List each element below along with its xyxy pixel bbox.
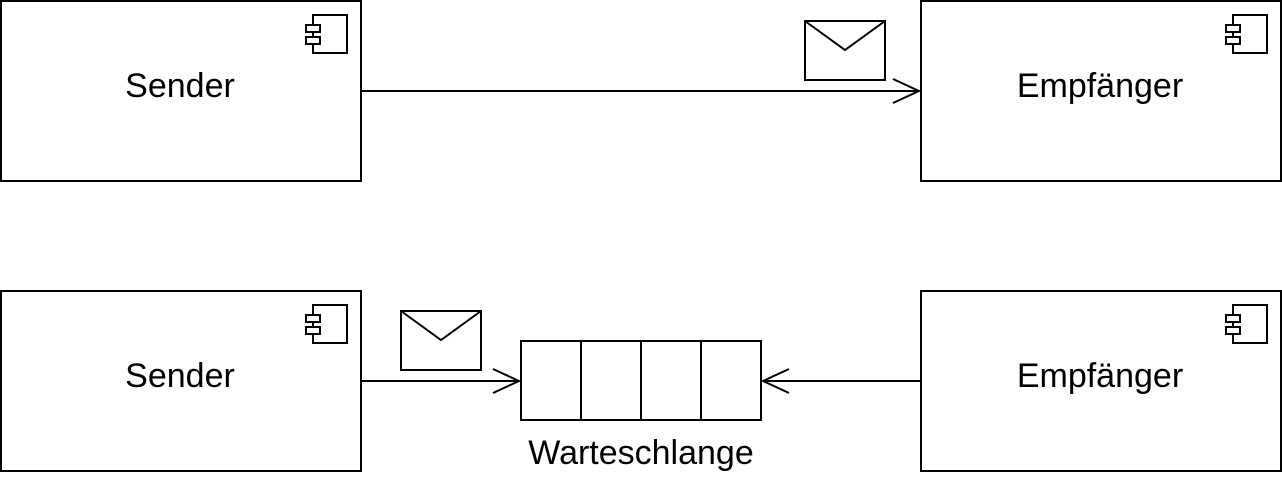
bottom-receiver-label: Empfänger (1017, 357, 1183, 395)
bottom-receiver-box (920, 290, 1282, 472)
queue-slot (520, 340, 582, 421)
top-receiver-component: Empfänger (920, 0, 1282, 182)
queue: Warteschlange (520, 340, 762, 472)
queue-slot (640, 340, 702, 421)
top-sender-component: Sender (0, 0, 362, 182)
top-receiver-label: Empfänger (1017, 67, 1183, 105)
queue-label: Warteschlange (528, 434, 754, 472)
component-icon (1225, 14, 1268, 54)
queue-slot (700, 340, 762, 421)
component-icon (305, 304, 348, 344)
envelope-icon (400, 310, 482, 371)
bottom-receiver-component: Empfänger (920, 290, 1282, 472)
sender-to-queue-arrow (361, 368, 522, 394)
top-sender-box (0, 0, 362, 182)
top-message-arrow (361, 78, 922, 104)
bottom-sender-label: Sender (125, 357, 235, 395)
top-sender-label: Sender (125, 67, 235, 105)
envelope-icon (804, 20, 886, 81)
receiver-to-queue-arrow (760, 368, 921, 394)
queue-slot (580, 340, 642, 421)
top-receiver-box (920, 0, 1282, 182)
bottom-sender-component: Sender (0, 290, 362, 472)
component-icon (1225, 304, 1268, 344)
component-icon (305, 14, 348, 54)
